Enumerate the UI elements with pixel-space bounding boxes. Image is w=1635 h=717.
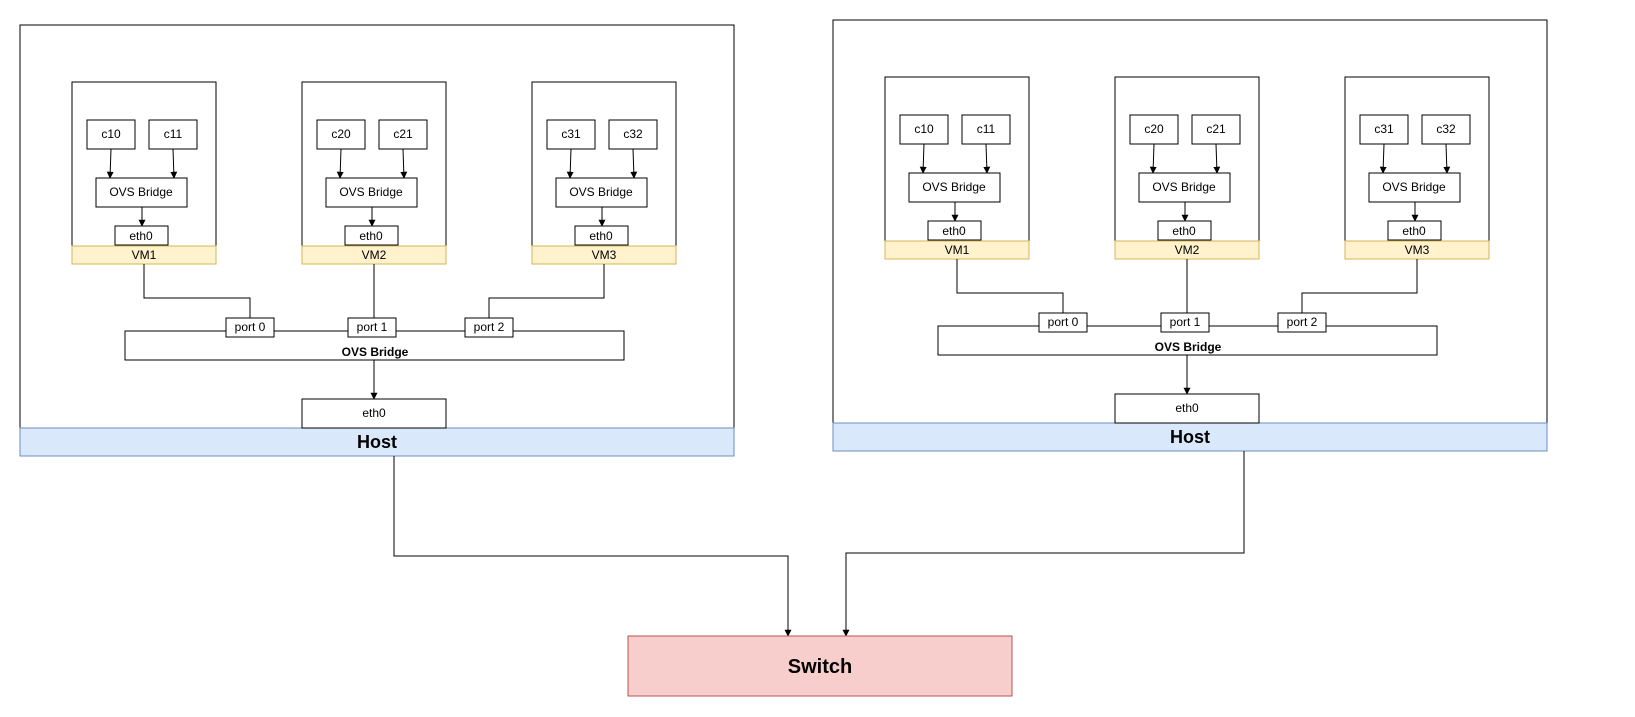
vm-eth0-label: eth0 (129, 229, 153, 243)
vm-ovs-bridge (908, 172, 1001, 203)
container-label: c10 (914, 122, 934, 136)
bridge-port (1160, 312, 1210, 333)
vm-box (884, 76, 1030, 242)
host-eth0 (1114, 393, 1260, 424)
container-box (1129, 114, 1179, 145)
vm-ovs-bridge (555, 177, 648, 208)
uplinks-layer (393, 451, 1245, 637)
bridge-port-label: port 2 (1287, 315, 1318, 329)
vm-ovs-bridge-label: OVS Bridge (109, 185, 173, 199)
vm-label: VM1 (945, 243, 970, 257)
bridge-port (347, 317, 397, 338)
vm-ovs-bridge-label: OVS Bridge (1152, 180, 1216, 194)
vm-ovs-bridge-label: OVS Bridge (339, 185, 403, 199)
vm-ovs-bridge (325, 177, 418, 208)
host-ovs-bridge-label: OVS Bridge (342, 345, 409, 359)
vm-label: VM2 (1175, 243, 1200, 257)
host-label: Host (1170, 427, 1210, 447)
container-label: c20 (331, 127, 351, 141)
container-to-bridge-arrow (1379, 143, 1387, 174)
container-label: c11 (977, 122, 996, 136)
container-label: c20 (1144, 122, 1164, 136)
container-label: c21 (393, 127, 413, 141)
container-to-bridge-arrow (1443, 143, 1451, 174)
bridge-port-label: port 1 (357, 320, 388, 334)
vm-eth0-label: eth0 (1172, 224, 1196, 238)
host-eth0-label: eth0 (362, 406, 386, 420)
container-to-bridge-arrow (630, 148, 638, 179)
vm-eth0-label: eth0 (942, 224, 966, 238)
vm-box (531, 81, 677, 247)
vm3-to-port2-link (488, 264, 605, 318)
container-to-bridge-arrow (106, 148, 114, 179)
container-to-bridge-arrow (1213, 143, 1221, 174)
container-to-bridge-arrow (170, 148, 178, 179)
host-ovs-bridge-label: OVS Bridge (1155, 340, 1222, 354)
container-label: c31 (1374, 122, 1394, 136)
container-to-bridge-arrow (983, 143, 991, 174)
vm-box (301, 81, 447, 247)
container-label: c11 (164, 127, 183, 141)
container-label: c31 (561, 127, 581, 141)
container-to-bridge-arrow (919, 143, 927, 174)
switch-layer: Switch (627, 635, 1013, 697)
vm-label: VM2 (362, 248, 387, 262)
vm1-to-port0-link (956, 259, 1064, 313)
container-box (1421, 114, 1471, 145)
vm-box (71, 81, 217, 247)
bridge-port-label: port 2 (474, 320, 505, 334)
host-label: Host (357, 432, 397, 452)
vm-label: VM3 (1405, 243, 1430, 257)
vm-ovs-bridge (1138, 172, 1231, 203)
bridge-port-label: port 1 (1170, 315, 1201, 329)
container-to-bridge-arrow (336, 148, 344, 179)
container-label: c10 (101, 127, 121, 141)
container-box (378, 119, 428, 150)
vm-eth0-label: eth0 (1402, 224, 1426, 238)
container-box (86, 119, 136, 150)
vm-ovs-bridge-label: OVS Bridge (569, 185, 633, 199)
vm-box (1344, 76, 1490, 242)
vm-eth0-label: eth0 (589, 229, 613, 243)
container-box (899, 114, 949, 145)
vm-label: VM3 (592, 248, 617, 262)
container-label: c32 (1436, 122, 1456, 136)
vm-label: VM1 (132, 248, 157, 262)
container-to-bridge-arrow (566, 148, 574, 179)
container-to-bridge-arrow (1149, 143, 1157, 174)
host-eth0-label: eth0 (1175, 401, 1199, 415)
container-box (961, 114, 1011, 145)
vm3-to-port2-link (1301, 259, 1418, 313)
container-label: c21 (1206, 122, 1226, 136)
vm-box (1114, 76, 1260, 242)
host2-to-switch-link (842, 451, 1245, 637)
vm1-to-port0-link (143, 264, 251, 318)
vm-ovs-bridge-label: OVS Bridge (922, 180, 986, 194)
bridge-port-label: port 0 (1048, 315, 1079, 329)
bridge-port-label: port 0 (235, 320, 266, 334)
container-box (1359, 114, 1409, 145)
vm-ovs-bridge-label: OVS Bridge (1382, 180, 1446, 194)
vm-ovs-bridge (1368, 172, 1461, 203)
switch-box (627, 635, 1013, 697)
switch-label: Switch (788, 656, 852, 678)
host1-to-switch-link (393, 456, 792, 637)
vm-eth0-label: eth0 (359, 229, 383, 243)
container-label: c32 (623, 127, 643, 141)
container-to-bridge-arrow (400, 148, 408, 179)
host-label-band (19, 427, 735, 457)
